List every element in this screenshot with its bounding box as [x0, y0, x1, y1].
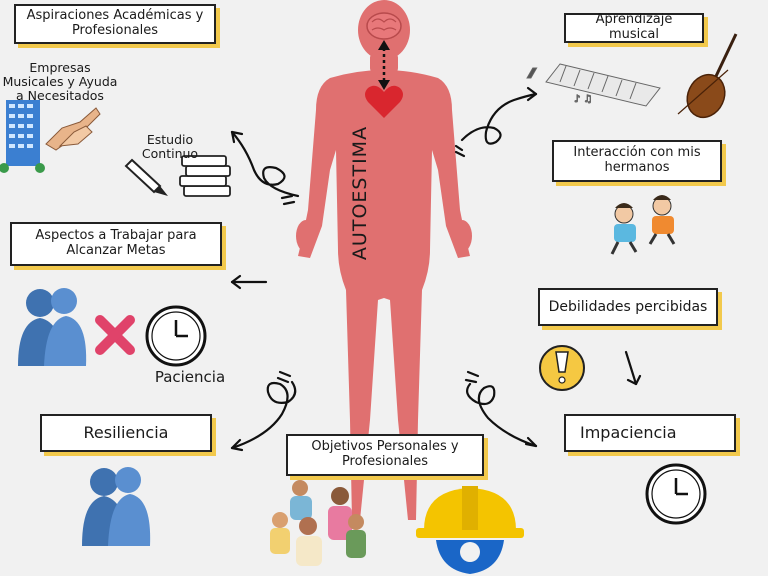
books-icon	[179, 155, 231, 197]
clock-icon-right	[645, 463, 707, 525]
arrow-to-exclamation	[624, 350, 638, 386]
handshake-icon	[45, 107, 101, 151]
red-x-icon	[95, 315, 135, 355]
arrow-to-estudio	[230, 130, 300, 198]
helmet-gear-icon	[416, 486, 524, 574]
piano-keys-icon: ♪ ♫	[526, 63, 661, 107]
brain-heart-arrow	[378, 40, 390, 90]
cello-icon	[677, 33, 738, 119]
empresas-label: Empresas Musicales y Ayuda a Necesitados	[2, 60, 118, 103]
hug-icon-bottom	[82, 467, 151, 546]
human-body-figure	[296, 0, 472, 520]
arrow-to-resiliencia	[230, 380, 297, 450]
debilidades-box: Debilidades percibidas	[538, 288, 718, 326]
kids-running-icon	[610, 195, 676, 255]
autoestima-label: AUTOESTIMA	[349, 125, 372, 261]
objetivos-box: Objetivos Personales y Profesionales	[286, 434, 484, 476]
impaciencia-box: Impaciencia	[564, 414, 736, 452]
aspiraciones-box: Aspiraciones Académicas y Profesionales	[14, 4, 216, 44]
estudio-label: Estudio Continuo	[141, 132, 199, 161]
resiliencia-box: Resiliencia	[40, 414, 212, 452]
paciencia-label: Paciencia	[154, 368, 226, 386]
family-group-icon	[270, 480, 366, 566]
clock-icon-left	[145, 305, 207, 367]
arrow-to-aprendizaje	[460, 92, 538, 145]
svg-text:♪ ♫: ♪ ♫	[574, 94, 593, 105]
aprendizaje-box: Aprendizaje musical	[564, 12, 704, 43]
interaccion-box: Interacción con mis hermanos	[552, 140, 722, 182]
building-icon	[0, 100, 45, 173]
hug-icon-top	[18, 288, 87, 366]
heart-icon	[365, 85, 403, 118]
pencil-icon	[124, 158, 168, 196]
exclamation-icon	[539, 345, 585, 391]
aspectos-box: Aspectos a Trabajar para Alcanzar Metas	[10, 222, 222, 266]
arrow-to-impaciencia	[466, 382, 538, 448]
brain-icon	[366, 12, 402, 40]
